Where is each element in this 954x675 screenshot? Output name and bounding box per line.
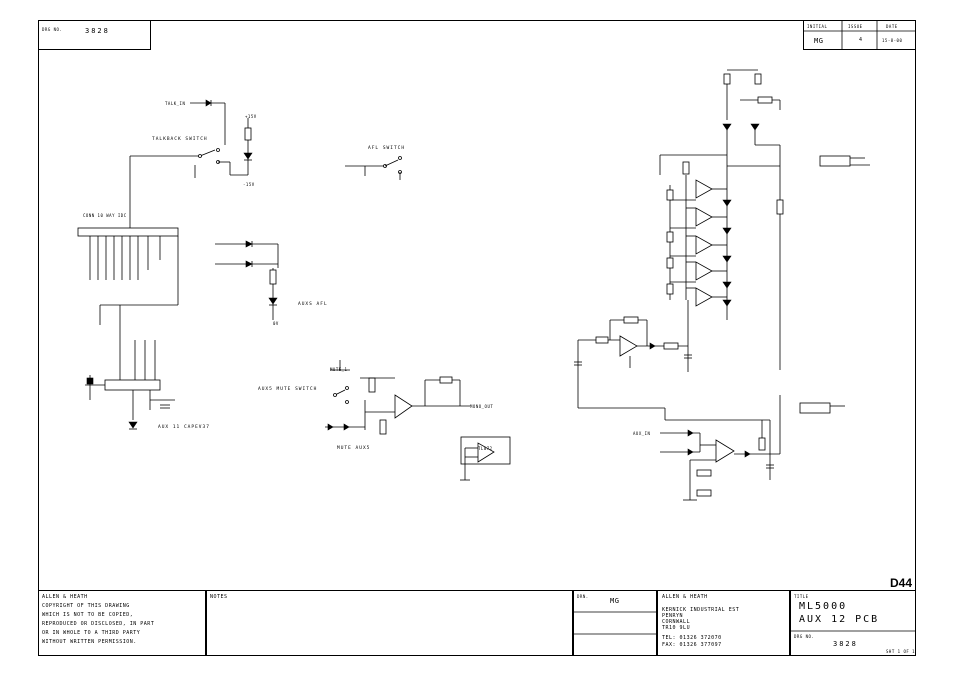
aux11-label: AUX 11 CAPEV37 bbox=[158, 425, 210, 430]
auxs-afl-label: AUXS AFL bbox=[298, 302, 328, 307]
title-label: TITLE bbox=[794, 594, 809, 599]
copyright-line-3: REPRODUCED OR DISCLOSED, IN PART bbox=[42, 621, 155, 627]
copyright-line-4: OR IN WHOLE TO A THIRD PARTY bbox=[42, 630, 141, 636]
date-value: 15-8-00 bbox=[882, 38, 903, 43]
mute-1-label: MUTE_1 bbox=[330, 367, 348, 372]
ic-label: TL072 bbox=[478, 446, 493, 451]
initial-value: MG bbox=[814, 37, 824, 45]
afl-switch-label: AFL SWITCH bbox=[368, 146, 406, 151]
address-company: ALLEN & HEATH bbox=[662, 594, 708, 600]
address-fax: FAX: 01326 377097 bbox=[662, 642, 722, 648]
gnd-label: 0V bbox=[273, 321, 279, 326]
copyright-line-5: WITHOUT WRITTEN PERMISSION. bbox=[42, 639, 137, 645]
address-line-2: PENRYN bbox=[662, 613, 684, 619]
title-box: TITLE ML5000 AUX 12 PCB DRG NO. 3828 SHT… bbox=[790, 590, 916, 656]
aux5-mute-switch-label: AUX5 MUTE SWITCH bbox=[258, 387, 318, 392]
address-line-4: TR10 9LU bbox=[662, 625, 691, 631]
pin-header-label: CONN 10 WAY IDC bbox=[83, 213, 127, 218]
drg-no-box: DRG NO. 3828 bbox=[38, 20, 151, 50]
copyright-company: ALLEN & HEATH bbox=[42, 594, 88, 600]
mute-aux5-label: MUTE AUX5 bbox=[337, 446, 371, 451]
title-drg-no-value: 3828 bbox=[833, 640, 858, 648]
drn-label: DRN. bbox=[577, 594, 589, 599]
address-line-1: KERNICK INDUSTRIAL EST bbox=[662, 607, 740, 613]
address-tel: TEL: 01326 372070 bbox=[662, 635, 722, 641]
address-box: ALLEN & HEATH KERNICK INDUSTRIAL EST PEN… bbox=[657, 590, 790, 656]
revision-box: INITIAL ISSUE DATE MG 4 15-8-00 bbox=[803, 20, 916, 50]
sheet-ref: SHT 1 OF 1 bbox=[886, 649, 916, 654]
notes-box: NOTES bbox=[206, 590, 573, 656]
notes-label: NOTES bbox=[210, 594, 228, 600]
drg-no-label: DRG NO. bbox=[42, 27, 63, 32]
talk-in-label: TALK_IN bbox=[165, 101, 186, 106]
initial-label: INITIAL bbox=[807, 24, 828, 29]
vcc-label: +15V bbox=[245, 114, 257, 119]
vee-label: -15V bbox=[243, 182, 255, 187]
corner-code: D44 bbox=[890, 576, 913, 590]
address-line-3: CORNWALL bbox=[662, 619, 691, 625]
issue-value: 4 bbox=[859, 37, 863, 43]
title-line-2: AUX 12 PCB bbox=[799, 614, 880, 625]
copyright-box: ALLEN & HEATH COPYRIGHT OF THIS DRAWING … bbox=[38, 590, 206, 656]
aux-in-label: AUX_IN bbox=[633, 431, 651, 436]
talkback-switch-label: TALKBACK SWITCH bbox=[152, 137, 208, 142]
title-drg-no-label: DRG NO. bbox=[794, 634, 815, 639]
drn-box: DRN. MG bbox=[573, 590, 657, 656]
issue-label: ISSUE bbox=[848, 24, 863, 29]
date-label: DATE bbox=[886, 24, 898, 29]
drn-value: MG bbox=[610, 597, 620, 605]
title-line-1: ML5000 bbox=[799, 601, 848, 612]
copyright-line-1: COPYRIGHT OF THIS DRAWING bbox=[42, 603, 130, 609]
mono-out-label: MONO_OUT bbox=[470, 404, 494, 409]
drg-no-value: 3828 bbox=[85, 27, 110, 35]
copyright-line-2: WHICH IS NOT TO BE COPIED, bbox=[42, 612, 134, 618]
